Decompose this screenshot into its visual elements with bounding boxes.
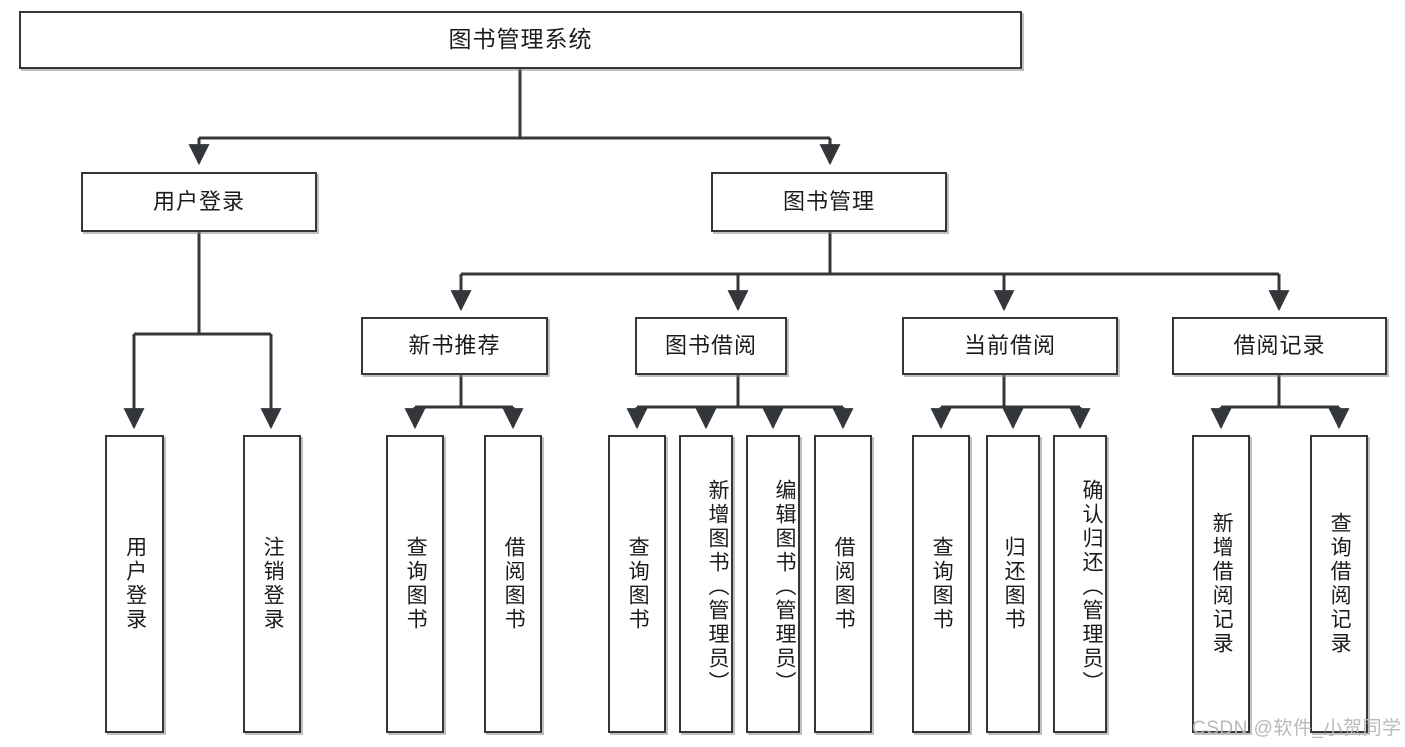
node-new-book-recommend[interactable]: 新书推荐: [361, 317, 548, 375]
node-label: 编辑图书（管理员）: [773, 479, 796, 695]
node-label: 图书借阅: [664, 332, 757, 358]
leaf-query-book-borrow[interactable]: 查询图书: [608, 435, 666, 733]
node-book-manage[interactable]: 图书管理: [711, 172, 947, 232]
leaf-confirm-return-admin[interactable]: 确认归还（管理员）: [1053, 435, 1107, 733]
leaf-borrow-book-borrow[interactable]: 借阅图书: [814, 435, 872, 733]
leaf-query-book-recommend[interactable]: 查询图书: [386, 435, 444, 733]
leaf-add-borrow-record[interactable]: 新增借阅记录: [1192, 435, 1250, 733]
node-label: 新增图书（管理员）: [706, 479, 729, 695]
leaf-query-borrow-record[interactable]: 查询借阅记录: [1310, 435, 1368, 733]
node-label: 图书管理系统: [448, 26, 593, 53]
node-label: 归还图书: [1002, 536, 1026, 632]
leaf-borrow-book-recommend[interactable]: 借阅图书: [484, 435, 542, 733]
node-book-borrow[interactable]: 图书借阅: [635, 317, 787, 375]
leaf-add-book-admin[interactable]: 新增图书（管理员）: [679, 435, 733, 733]
node-label: 当前借阅: [963, 332, 1056, 358]
node-label: 查询图书: [626, 536, 650, 632]
node-label: 用户登录: [152, 188, 245, 214]
watermark-csdn: CSDN @软件_小贺同学: [1192, 718, 1402, 739]
node-label: 确认归还（管理员）: [1080, 479, 1103, 695]
node-label: 借阅记录: [1233, 332, 1326, 358]
leaf-logout[interactable]: 注销登录: [243, 435, 301, 733]
node-label: 借阅图书: [832, 536, 856, 632]
node-book-management-system[interactable]: 图书管理系统: [19, 11, 1022, 69]
leaf-query-book-current[interactable]: 查询图书: [912, 435, 970, 733]
node-label: 新书推荐: [408, 332, 501, 358]
node-label: 查询图书: [404, 536, 428, 632]
node-label: 注销登录: [261, 536, 285, 632]
leaf-edit-book-admin[interactable]: 编辑图书（管理员）: [746, 435, 800, 733]
node-label: 新增借阅记录: [1210, 512, 1234, 656]
node-user-login[interactable]: 用户登录: [81, 172, 317, 232]
node-borrow-record[interactable]: 借阅记录: [1172, 317, 1387, 375]
leaf-user-login[interactable]: 用户登录: [105, 435, 164, 733]
node-label: 用户登录: [123, 536, 147, 632]
node-label: 查询借阅记录: [1328, 512, 1352, 656]
node-label: 借阅图书: [502, 536, 526, 632]
leaf-return-book[interactable]: 归还图书: [986, 435, 1040, 733]
node-current-borrow[interactable]: 当前借阅: [902, 317, 1118, 375]
node-label: 图书管理: [782, 188, 875, 214]
node-label: 查询图书: [930, 536, 954, 632]
